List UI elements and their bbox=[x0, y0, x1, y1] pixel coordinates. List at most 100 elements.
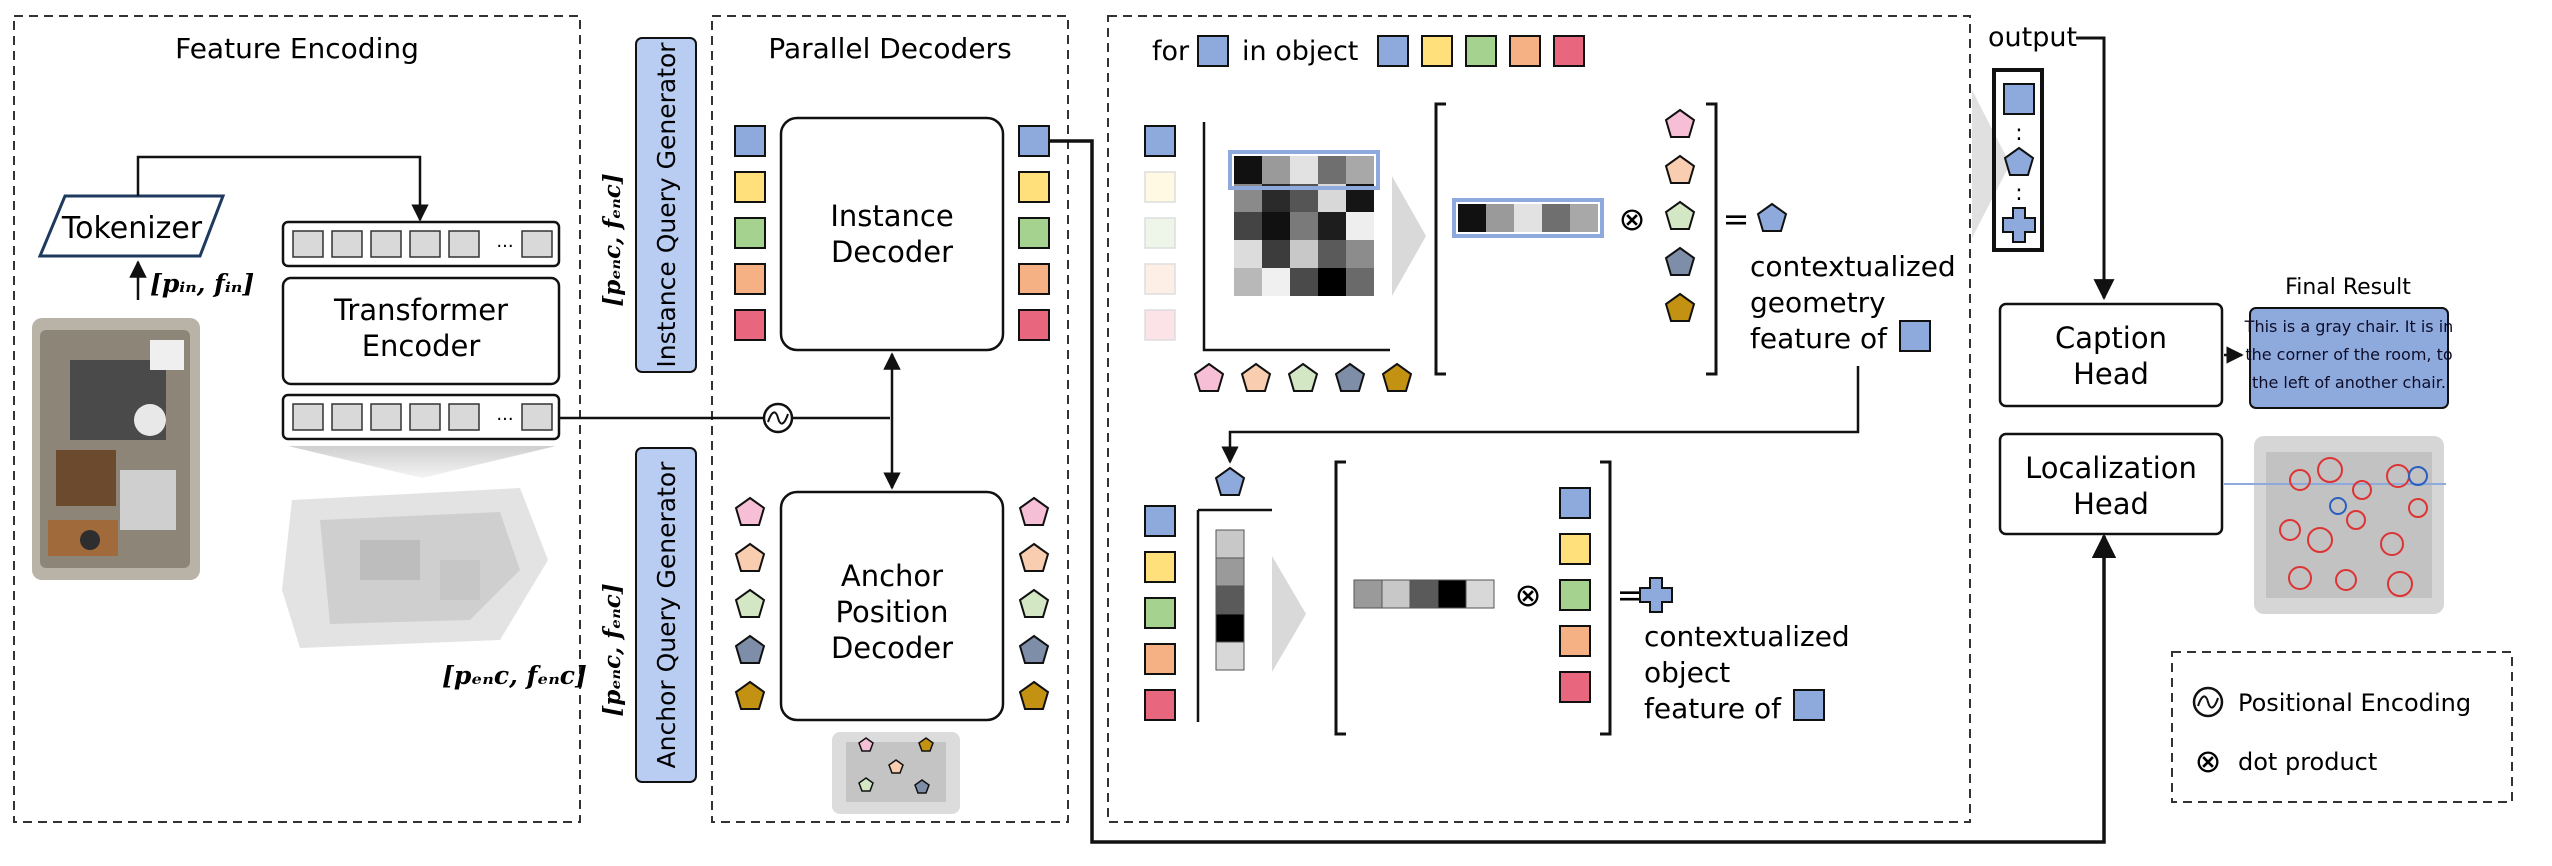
anchor-decoder-label-line3: Decoder bbox=[831, 631, 953, 665]
equals-sign-2: = bbox=[1617, 576, 1644, 614]
legend-positional-encoding-wave bbox=[2197, 695, 2219, 709]
downsample-funnel bbox=[288, 446, 556, 478]
input-math-label: [pᵢₙ, fᵢₙ] bbox=[150, 269, 254, 298]
anchor-scene-image bbox=[832, 732, 960, 814]
object-feature-label-1: contextualized bbox=[1644, 620, 1850, 653]
legend-dot-product-label: dot product bbox=[2238, 748, 2377, 776]
geometry-flow-arrow bbox=[1392, 176, 1426, 296]
object-feature-label-3: feature of bbox=[1644, 692, 1782, 725]
geometry-feature-label-1: contextualized bbox=[1750, 250, 1956, 283]
localization-head-label-1: Localization bbox=[2025, 451, 2197, 485]
object-feature-object-icon bbox=[1793, 689, 1825, 721]
caption-head-label-1: Caption bbox=[2055, 321, 2167, 355]
final-result-title: Final Result bbox=[2285, 275, 2411, 300]
token-row-top: ··· bbox=[281, 220, 561, 268]
object-right-bracket bbox=[1600, 460, 1612, 736]
tokenizer-block bbox=[37, 194, 226, 258]
caption-result-line-3: the left of another chair. bbox=[2252, 373, 2446, 392]
parallel-decoders-title: Parallel Decoders bbox=[768, 32, 1011, 65]
attention-matrix bbox=[1228, 150, 1380, 296]
object-feature-label-2: object bbox=[1644, 656, 1730, 689]
caption-result-box bbox=[2249, 307, 2449, 409]
instance-query-generator-label: Instance Query Generator bbox=[652, 42, 681, 368]
caption-head-block bbox=[1998, 302, 2224, 408]
instance-decoder-block bbox=[779, 116, 1005, 352]
for-object-icon bbox=[1197, 35, 1229, 67]
legend-panel bbox=[2171, 651, 2513, 803]
legend-dot-product-icon: ⊗ bbox=[2195, 742, 2222, 780]
output-square bbox=[2003, 83, 2035, 115]
object-query-pentagon bbox=[1214, 466, 1246, 496]
tokenizer-to-tokens-arrow bbox=[136, 155, 429, 222]
equals-sign-1: = bbox=[1723, 200, 1750, 238]
output-to-caption-arrow bbox=[2076, 36, 2115, 301]
scene-pointcloud-image bbox=[32, 318, 200, 580]
object-set-icons bbox=[1377, 35, 1585, 67]
geometry-feature-object-icon bbox=[1899, 320, 1931, 352]
for-label: for bbox=[1152, 36, 1190, 67]
caption-result-line-1: This is a gray chair. It is in bbox=[2244, 317, 2454, 336]
instance-decoder-label-line1: Instance bbox=[830, 199, 953, 233]
output-pentagon bbox=[2003, 146, 2035, 176]
caption-result-line-2: the corner of the room, to bbox=[2245, 345, 2452, 364]
attention-row-vector bbox=[1452, 198, 1604, 238]
token-ellipsis-top: ··· bbox=[496, 236, 513, 257]
instance-queries-out bbox=[1018, 125, 1050, 341]
transformer-encoder-block bbox=[281, 276, 561, 386]
tokenizer-label: Tokenizer bbox=[61, 211, 203, 246]
object-value-column bbox=[1559, 487, 1591, 703]
object-feature-cross bbox=[1639, 577, 1673, 613]
anchor-decoder-block bbox=[779, 490, 1005, 722]
object-attention-column bbox=[1215, 529, 1245, 671]
caption-head-label-2: Head bbox=[2073, 357, 2149, 391]
instance-to-localization-path bbox=[1049, 139, 2117, 844]
instance-queries-in bbox=[734, 125, 766, 341]
panel-per-object bbox=[1107, 15, 1971, 823]
transformer-label-line1: Transformer bbox=[333, 293, 508, 327]
geometry-feature-pentagon bbox=[1756, 202, 1788, 232]
dot-product-symbol-2: ⊗ bbox=[1515, 576, 1542, 614]
output-dots-1: : bbox=[2015, 121, 2022, 146]
localization-head-block bbox=[1998, 432, 2224, 536]
output-right-bracket bbox=[2036, 68, 2044, 252]
dot-product-symbol-1: ⊗ bbox=[1619, 200, 1646, 238]
geometry-to-object-arrow bbox=[1221, 366, 1860, 464]
instance-decoder-label-line2: Decoder bbox=[831, 235, 953, 269]
localization-result-image bbox=[2224, 436, 2446, 614]
anchor-side-math: [pₑₙc, fₑₙc] bbox=[599, 583, 626, 716]
geometry-left-bracket bbox=[1434, 102, 1446, 376]
geometry-right-bracket bbox=[1706, 102, 1718, 376]
token-row-bottom: ··· bbox=[281, 393, 561, 441]
instance-query-generator bbox=[635, 37, 697, 373]
token-ellipsis-bottom: ··· bbox=[496, 409, 513, 430]
output-dots-2: : bbox=[2015, 181, 2022, 206]
object-attention-row bbox=[1353, 579, 1495, 609]
anchor-decoder-label-line2: Position bbox=[836, 595, 949, 629]
geometry-feature-label-2: geometry bbox=[1750, 286, 1886, 319]
object-key-column bbox=[1144, 505, 1176, 721]
gray-pointcloud-image bbox=[282, 488, 548, 648]
in-object-label: in object bbox=[1242, 36, 1358, 67]
output-title: output bbox=[1988, 22, 2077, 53]
instance-side-math: [pₑₙc, fₑₙc] bbox=[599, 173, 626, 306]
encoded-features-math: [pₑₙc, fₑₙc] bbox=[442, 661, 587, 690]
anchor-queries-out bbox=[1018, 496, 1050, 710]
anchor-pentagon-column bbox=[1664, 108, 1696, 322]
anchor-query-generator-label: Anchor Query Generator bbox=[652, 461, 681, 769]
attention-matrix-axes bbox=[1202, 122, 1390, 352]
feature-encoding-title: Feature Encoding bbox=[175, 32, 419, 65]
localization-head-label-2: Head bbox=[2073, 487, 2149, 521]
legend-positional-encoding-label: Positional Encoding bbox=[2238, 689, 2471, 717]
geometry-query-column bbox=[1144, 125, 1176, 341]
anchor-queries-in bbox=[734, 496, 766, 710]
output-flow-arrow bbox=[1972, 90, 2010, 238]
transformer-label-line2: Encoder bbox=[362, 329, 481, 363]
object-flow-arrow bbox=[1272, 556, 1306, 672]
object-left-bracket bbox=[1334, 460, 1346, 736]
anchor-query-generator bbox=[635, 447, 697, 783]
geometry-feature-label-3: feature of bbox=[1750, 322, 1888, 355]
anchor-pentagon-row bbox=[1193, 362, 1413, 392]
output-cross bbox=[2002, 207, 2036, 243]
anchor-decoder-label-line1: Anchor bbox=[841, 559, 943, 593]
